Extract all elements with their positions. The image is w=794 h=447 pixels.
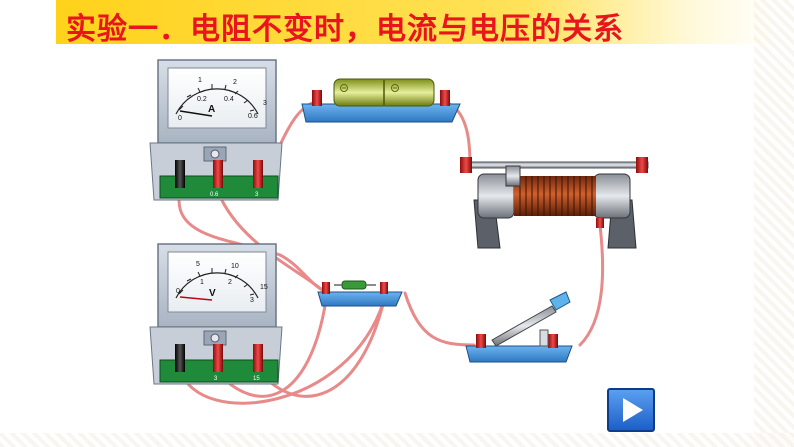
ammeter-needle (179, 110, 213, 117)
voltmeter-scale-1: 1 (200, 279, 204, 286)
ammeter-terminal-3 (253, 160, 263, 188)
rheostat-end-right (593, 173, 631, 219)
switch-terminal-right (548, 334, 558, 348)
switch-base (465, 345, 573, 363)
play-button[interactable] (607, 388, 655, 432)
ammeter-ticks (178, 84, 255, 112)
wire-voltmeter-15 (256, 298, 386, 398)
ammeter-scale-04: 0.4 (224, 96, 234, 103)
battery-box (301, 78, 461, 123)
rheostat-slider (505, 165, 521, 187)
resistor-terminal-right (380, 282, 388, 294)
switch-contact (539, 329, 549, 347)
ammeter-scale-top-1: 1 (198, 77, 202, 84)
rheostat-terminal-bottom (596, 218, 604, 228)
title-bar (56, 0, 776, 44)
battery-terminal-right (440, 90, 450, 106)
rheostat-coil (514, 176, 596, 216)
voltmeter-terminal-15 (253, 344, 263, 372)
resistor-component (341, 280, 367, 290)
ammeter-terminal-06 (213, 160, 223, 188)
battery-terminal-left (312, 90, 322, 106)
voltmeter-symbol: V (209, 288, 216, 299)
switch (465, 291, 573, 363)
ammeter-symbol: A (208, 104, 215, 115)
voltmeter-arc (175, 272, 259, 299)
rheostat-terminal-right (636, 157, 648, 173)
voltmeter-terminal-label-3: 3 (214, 376, 218, 382)
decorative-pattern-right (754, 0, 794, 447)
rheostat (460, 157, 649, 249)
wire-rheostat-to-switch (578, 223, 605, 347)
rheostat-coil-windings (519, 176, 593, 216)
play-triangle-icon (623, 398, 643, 422)
voltmeter-scale-top-15: 15 (260, 284, 268, 291)
decorative-pattern-bottom (0, 433, 794, 447)
slide-title: 实验一．电阻不变时，电流与电压的关系 (66, 12, 624, 47)
voltmeter-scale-3: 3 (250, 297, 254, 304)
ammeter-terminal-label-06: 0.6 (210, 192, 219, 198)
resistor-board (317, 280, 403, 307)
ammeter-dial-face (167, 67, 267, 129)
voltmeter-scale-top-5: 5 (196, 261, 200, 268)
voltmeter-ticks (178, 268, 255, 296)
voltmeter-scale-top-10: 10 (231, 263, 239, 270)
ammeter-scale-06: 0.6 (248, 113, 258, 120)
switch-handle (549, 291, 571, 311)
ammeter-terminal-negative (175, 160, 185, 188)
wire-voltmeter-to-resistor-right (178, 298, 386, 405)
voltmeter-terminal-3 (213, 344, 223, 372)
voltmeter-scale-0: 0 (176, 288, 180, 295)
voltmeter: 5 10 15 0 1 2 3 V 3 15 (149, 243, 283, 385)
voltmeter-terminal-negative (175, 344, 185, 372)
battery-base (301, 103, 461, 123)
rheostat-terminal-left (460, 157, 472, 173)
ammeter-scale-0: 0 (178, 115, 182, 122)
rheostat-slider-rod (465, 161, 649, 169)
voltmeter-terminal-label-15: 15 (253, 376, 260, 382)
ammeter-terminal-label-3: 3 (255, 192, 259, 198)
ammeter: 1 2 3 0 0.2 0.4 0.6 A 0.6 3 (149, 59, 283, 201)
ammeter-arc (175, 88, 259, 115)
ammeter-scale-top-2: 2 (233, 79, 237, 86)
ammeter-scale-top-3: 3 (263, 100, 267, 107)
voltmeter-needle (179, 296, 213, 301)
voltmeter-scale-2: 2 (228, 279, 232, 286)
resistor-base (317, 291, 403, 307)
switch-terminal-left (476, 334, 486, 348)
ammeter-scale-02: 0.2 (197, 96, 207, 103)
switch-blade (491, 305, 557, 347)
wire-switch-to-resistor (403, 291, 476, 347)
voltmeter-dial-face (167, 251, 267, 313)
resistor-terminal-left (322, 282, 330, 294)
